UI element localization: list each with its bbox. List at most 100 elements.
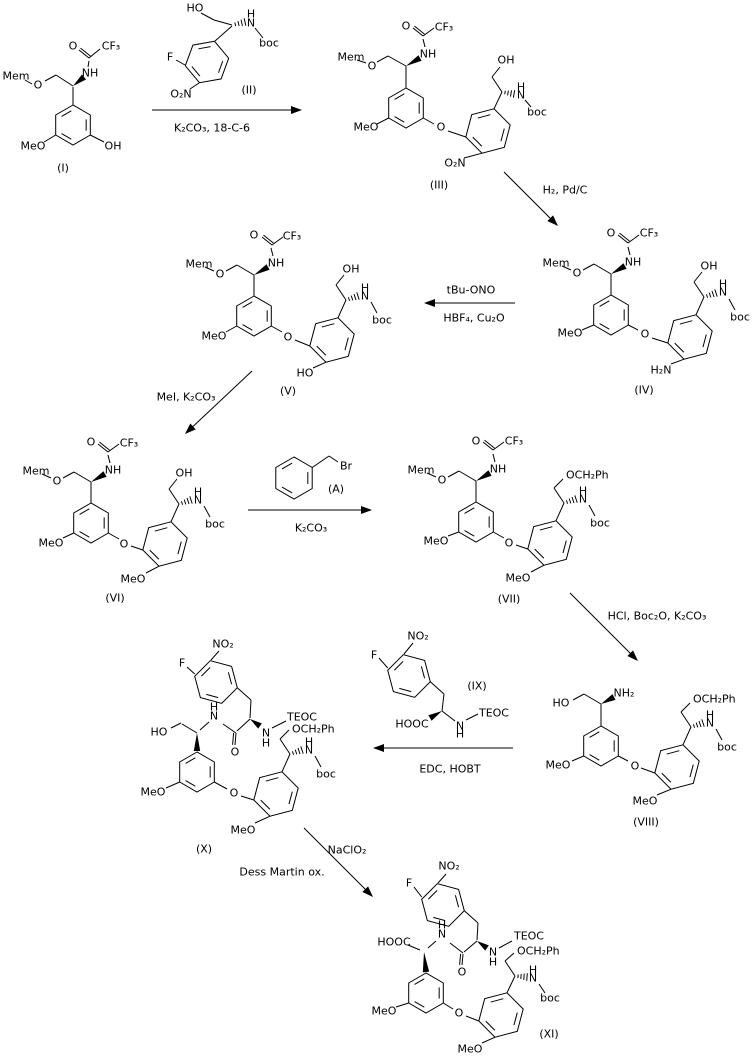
- atom-label: O: [641, 328, 650, 341]
- aromatic-double-bond: [414, 978, 425, 985]
- atom-label: N: [529, 972, 537, 985]
- atom-label: MeO: [372, 1005, 397, 1018]
- aromatic-double-bond: [206, 693, 219, 699]
- single-bond: [376, 55, 389, 63]
- single-bond: [553, 478, 564, 489]
- single-bond: [214, 25, 233, 42]
- atom-label: MeO: [21, 140, 46, 153]
- aromatic-double-bond: [185, 780, 196, 787]
- atom-label: boc: [259, 37, 279, 50]
- single-bond: [524, 99, 532, 108]
- single-bond: [24, 79, 33, 85]
- hash-bond-tick: [350, 295, 354, 301]
- atom-label: NO₂: [438, 860, 459, 873]
- atom-label: F: [406, 877, 412, 890]
- atom-label: CF₃: [283, 230, 301, 243]
- single-bond: [656, 788, 672, 796]
- hash-bond-tick: [526, 973, 528, 981]
- wedge-bond: [254, 264, 270, 275]
- single-bond: [493, 531, 505, 539]
- aromatic-double-bond: [281, 486, 293, 494]
- atom-label: MeO: [354, 121, 379, 134]
- compound-label: (I): [57, 162, 69, 175]
- aromatic-double-bond: [490, 998, 504, 1003]
- arrow-head: [185, 423, 196, 434]
- single-bond: [627, 246, 631, 256]
- compound-label: (XI): [539, 1028, 558, 1041]
- hash-bond-tick: [294, 749, 298, 755]
- double-bond: [234, 732, 237, 746]
- hash-bond-tick: [523, 973, 525, 980]
- aromatic-double-bond: [661, 772, 672, 783]
- atom-label: H: [262, 737, 270, 750]
- single-bond: [240, 795, 254, 801]
- compound-label: (X): [196, 843, 212, 856]
- atom-label: NH₂: [614, 687, 635, 700]
- hash-bond-tick: [695, 722, 699, 728]
- single-bond: [492, 453, 496, 463]
- single-bond: [458, 470, 477, 482]
- single-bond: [335, 274, 345, 286]
- wedge-bond: [476, 470, 492, 481]
- reaction-arrow-step-4: MeI, K₂CO₃: [157, 370, 253, 434]
- single-bond: [627, 234, 640, 244]
- single-bond: [189, 82, 200, 90]
- single-bond: [651, 337, 668, 344]
- aromatic-double-bond: [428, 890, 438, 900]
- single-bond: [465, 1015, 479, 1022]
- single-bond: [254, 815, 271, 824]
- wedge-bond: [428, 711, 442, 721]
- reagent-label: HCl, Boc₂O, K₂CO₃: [608, 610, 707, 623]
- aromatic-double-bond: [539, 526, 553, 531]
- reagent-label: K₂CO₃, 18-C-6: [174, 122, 250, 135]
- aromatic-double-bond: [599, 300, 610, 307]
- single-bond: [55, 74, 74, 87]
- single-bond: [328, 455, 339, 463]
- arrow-head: [424, 299, 435, 307]
- single-bond: [491, 66, 501, 78]
- aromatic-double-bond: [589, 754, 600, 761]
- atom-label: Br: [340, 460, 353, 473]
- wedge-bond: [601, 694, 616, 704]
- hash-bond-tick: [692, 724, 696, 728]
- single-bond: [395, 1002, 409, 1008]
- atom-label: O: [607, 227, 616, 240]
- single-bond: [618, 755, 629, 762]
- atom-label: MeO: [39, 537, 64, 550]
- single-bond: [249, 699, 252, 719]
- atom-label: O: [87, 436, 96, 449]
- compound-label: (IV): [634, 384, 653, 397]
- atom-label: HO: [297, 367, 314, 380]
- atom-label: CF₃: [505, 435, 523, 448]
- single-bond: [107, 443, 120, 453]
- aromatic-double-bond: [534, 548, 545, 559]
- arrow-shaft: [503, 171, 553, 221]
- hash-bond-tick: [714, 289, 718, 297]
- atom-label: O: [284, 331, 293, 344]
- atom-label: boc: [730, 311, 750, 324]
- aromatic-double-bond: [454, 895, 460, 908]
- atom-label: NH: [105, 464, 122, 477]
- single-bond: [337, 299, 347, 319]
- benzene-ring: [73, 502, 109, 544]
- single-bond: [449, 942, 464, 954]
- atom-label: HOOC: [395, 718, 429, 731]
- benzene-ring: [408, 972, 444, 1014]
- atom-label: OH: [105, 140, 122, 153]
- atom-label: H: [529, 964, 537, 977]
- single-bond: [312, 361, 327, 369]
- atom-label: NH: [420, 48, 437, 61]
- aromatic-double-bond: [679, 320, 693, 325]
- atom-label: O: [505, 537, 514, 550]
- single-bond: [715, 728, 723, 741]
- atom-label: NH: [625, 256, 642, 269]
- single-bond: [199, 721, 210, 731]
- single-bond: [538, 983, 546, 994]
- single-bond: [493, 91, 503, 110]
- atom-label: boc: [540, 992, 560, 1005]
- atom-label: HO: [187, 2, 204, 15]
- single-bond: [491, 76, 503, 93]
